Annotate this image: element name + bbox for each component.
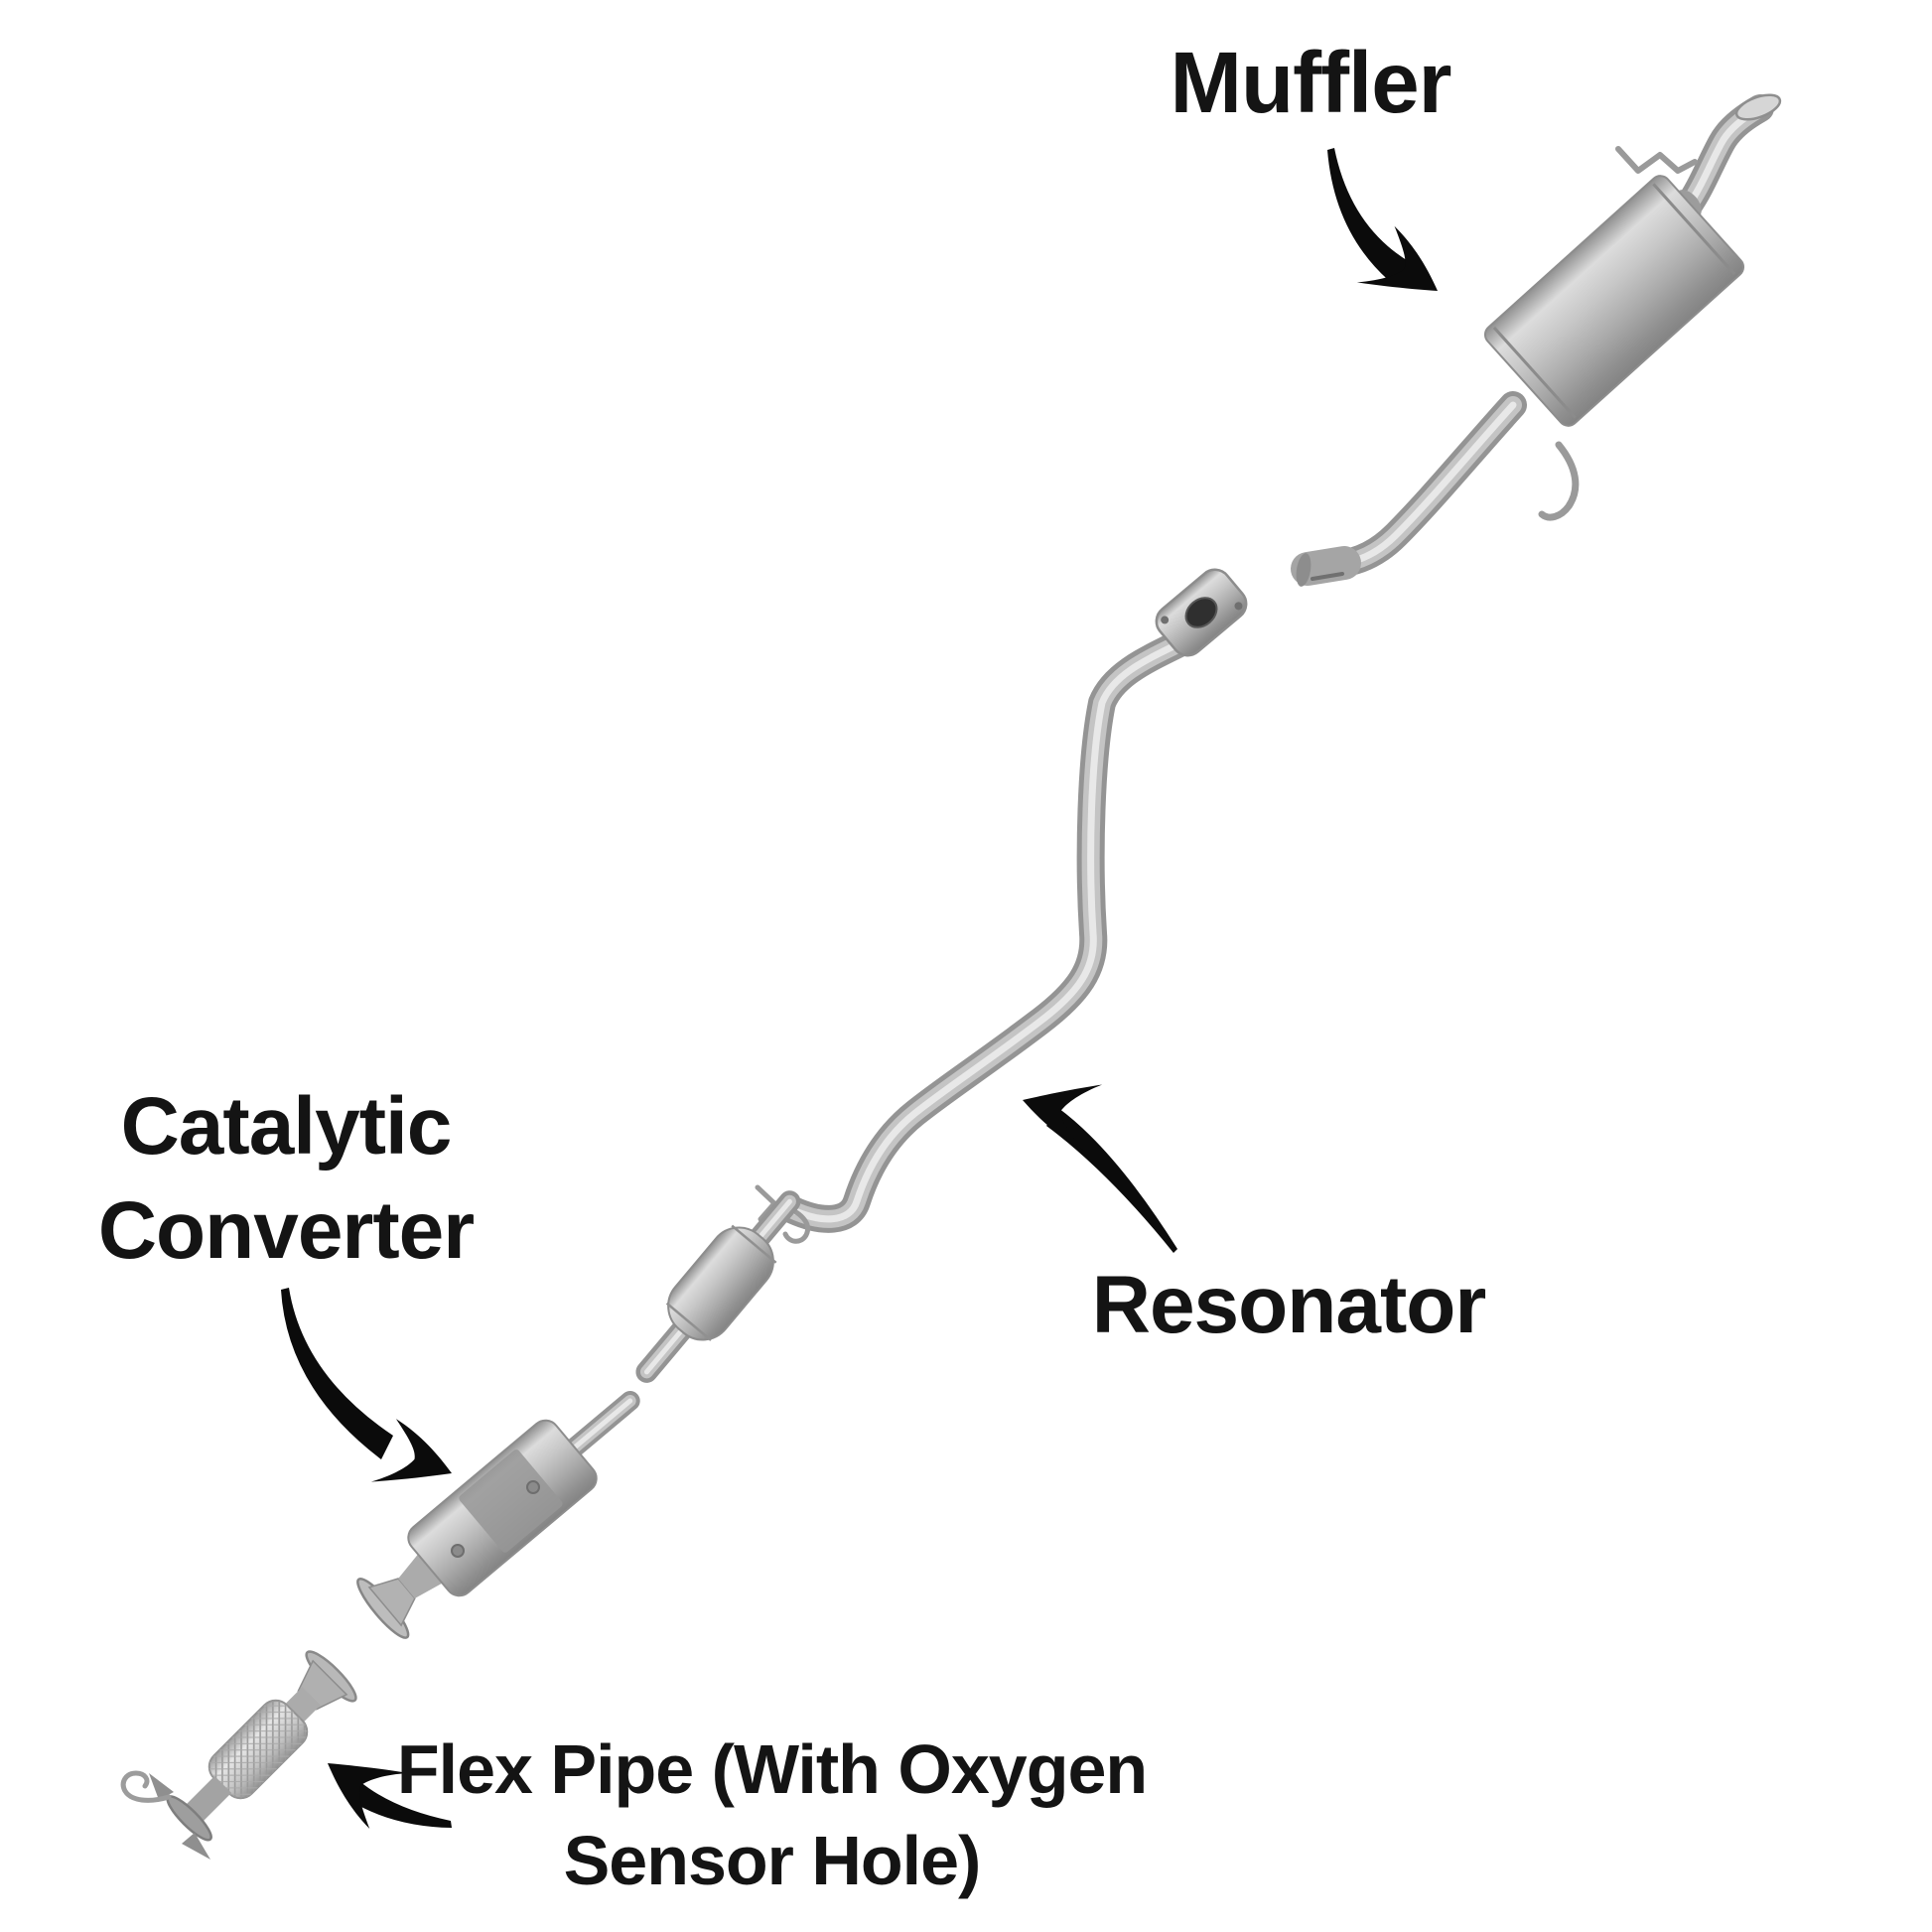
- muffler-body-group: [1483, 175, 1745, 427]
- flex-flange-ear: [149, 1773, 174, 1800]
- muffler-body: [1483, 175, 1745, 427]
- flex-pipe-label: Flex Pipe (With Oxygen Sensor Hole): [392, 1724, 1152, 1907]
- cat-neck: [398, 1554, 443, 1598]
- flex-group: [166, 1650, 357, 1842]
- resonator-seam: [731, 1224, 777, 1264]
- tailpipe-tip: [1734, 93, 1782, 121]
- catalytic-converter-part: [356, 1391, 640, 1639]
- flex-arrow-shaft: [347, 1781, 452, 1828]
- flange-bolt-hole: [1234, 602, 1243, 611]
- muffler-hanger-wire: [1615, 146, 1698, 174]
- intermediate-pipe-shade: [793, 641, 1183, 1219]
- flex-braid-texture: [208, 1700, 308, 1799]
- oxygen-sensor-bung: [526, 1480, 540, 1494]
- catalytic-converter-label: Catalytic Converter: [58, 1075, 514, 1284]
- resonator-inlet-stub-highlight: [755, 1198, 792, 1243]
- resonator-hanger-hook: [777, 1202, 810, 1244]
- flange-bolt-hole: [1161, 616, 1170, 624]
- pipe-flange-group: [1155, 568, 1248, 657]
- cat-outlet-stub-highlight: [572, 1398, 633, 1450]
- muffler-seam-right: [1652, 183, 1736, 276]
- flex-hanger-hook: [120, 1770, 172, 1803]
- oxygen-sensor-bung: [451, 1544, 465, 1558]
- intermediate-pipe-part: [635, 568, 1248, 1383]
- resonator-arrow-shaft: [1046, 1108, 1177, 1253]
- inlet-sleeve: [1291, 546, 1361, 586]
- muffler-label: Muffler: [1170, 35, 1452, 131]
- inlet-sleeve-slot: [1311, 572, 1344, 581]
- annotation-arrows: [281, 148, 1453, 1830]
- muffler-arrow-shaft: [1327, 148, 1410, 285]
- resonator-label: Resonator: [1091, 1260, 1487, 1350]
- muffler-hanger-rod: [1538, 441, 1580, 521]
- muffler-seam-left: [1492, 326, 1577, 419]
- resonator-seam: [665, 1302, 712, 1341]
- cat-group: [356, 1391, 640, 1639]
- flange-opening: [1184, 597, 1218, 628]
- flex-pipe-part: [120, 1650, 357, 1860]
- catalytic-converter-label-line1: Catalytic: [120, 1081, 453, 1172]
- resonator-group: [635, 1190, 801, 1383]
- catalytic-converter-label-line2: Converter: [97, 1184, 475, 1276]
- cat-bell: [367, 1578, 416, 1627]
- flex-pipe-label-line2: Sensor Hole): [563, 1822, 982, 1900]
- cat-body-panel: [459, 1449, 563, 1553]
- flex-flange-ear: [182, 1833, 210, 1860]
- intermediate-pipe-highlight: [793, 641, 1183, 1219]
- catalytic-arrow-shaft: [281, 1288, 393, 1459]
- intermediate-pipe: [793, 641, 1183, 1219]
- muffler-inlet-pipe-shade: [1311, 405, 1513, 568]
- resonator-outlet-stub-highlight: [643, 1324, 687, 1375]
- inlet-sleeve-cap: [1296, 553, 1311, 587]
- resonator-body: [667, 1226, 774, 1341]
- muffler-part: [1291, 93, 1782, 587]
- flex-pipe-label-line1: Flex Pipe (With Oxygen: [396, 1730, 1148, 1808]
